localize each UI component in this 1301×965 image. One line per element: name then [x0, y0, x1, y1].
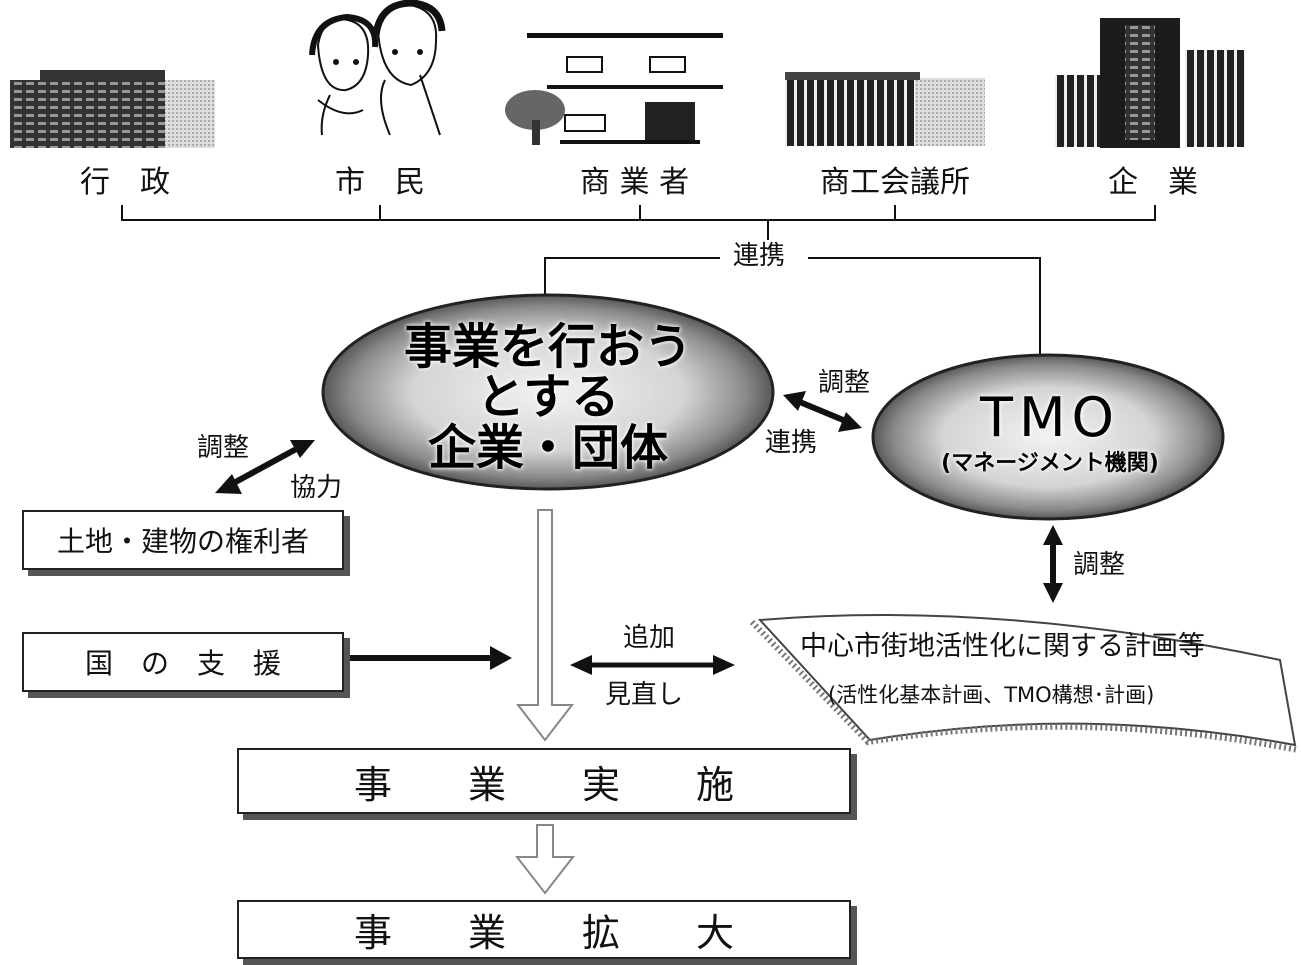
tmo-subtitle: (マネージメント機関) — [941, 451, 1159, 476]
company-building-icon — [1055, 18, 1245, 148]
stakeholder-company-label: 企 業 — [1108, 165, 1198, 200]
implementation-box: 事 業 実 施 — [237, 748, 851, 814]
main-entity-line2: とする — [476, 369, 620, 426]
coordination-arrow-plan — [1043, 525, 1063, 603]
stakeholder-merchants-label: 商 業 者 — [580, 165, 690, 200]
support-arrow — [345, 646, 512, 670]
tmo-title: TMO — [979, 386, 1121, 449]
national-support-box: 国 の 支 援 — [22, 632, 344, 692]
label-chosei-tmo: 調整 — [818, 368, 871, 398]
label-renkei-tmo: 連携 — [765, 428, 818, 458]
government-building-icon — [10, 70, 215, 148]
shop-icon — [505, 33, 723, 145]
label-tsuika: 追加 — [623, 623, 676, 653]
label-kyoryoku: 協力 — [290, 473, 343, 503]
coordination-arrow-landowners — [215, 440, 315, 494]
label-minaoshi: 見直し — [605, 680, 684, 710]
main-entity-line3: 企業・団体 — [427, 419, 668, 476]
stakeholder-government-label: 行 政 — [80, 165, 170, 200]
citizens-icon — [309, 0, 446, 136]
coordination-arrow-tmo — [783, 391, 862, 432]
expansion-box: 事 業 拡 大 — [237, 900, 851, 959]
main-entity-ellipse — [321, 293, 775, 491]
main-entity-line1: 事業を行おう — [403, 319, 692, 375]
flow-arrow-to-implementation — [515, 509, 575, 742]
chamber-building-icon — [785, 72, 985, 146]
landowners-box: 土地・建物の権利者 — [22, 510, 344, 570]
plan-subtitle: (活性化基本計画、TMO構想･計画) — [828, 683, 1155, 707]
plan-book-icon — [749, 614, 1299, 753]
cooperation-label: 連携 — [733, 241, 786, 271]
label-chosei-plan: 調整 — [1073, 550, 1126, 580]
review-arrow — [570, 655, 735, 675]
plan-title: 中心市街地活性化に関する計画等 — [800, 631, 1205, 662]
flow-arrow-to-expansion — [514, 824, 576, 895]
stakeholder-bracket — [121, 205, 1156, 360]
stakeholder-citizens-label: 市 民 — [335, 165, 425, 200]
tmo-ellipse — [871, 353, 1225, 521]
main-entity-title: 事業を行おう とする 企業・団体 — [348, 319, 748, 476]
stakeholder-chamber-label: 商工会議所 — [820, 165, 970, 200]
label-chosei-landowners: 調整 — [197, 433, 250, 463]
